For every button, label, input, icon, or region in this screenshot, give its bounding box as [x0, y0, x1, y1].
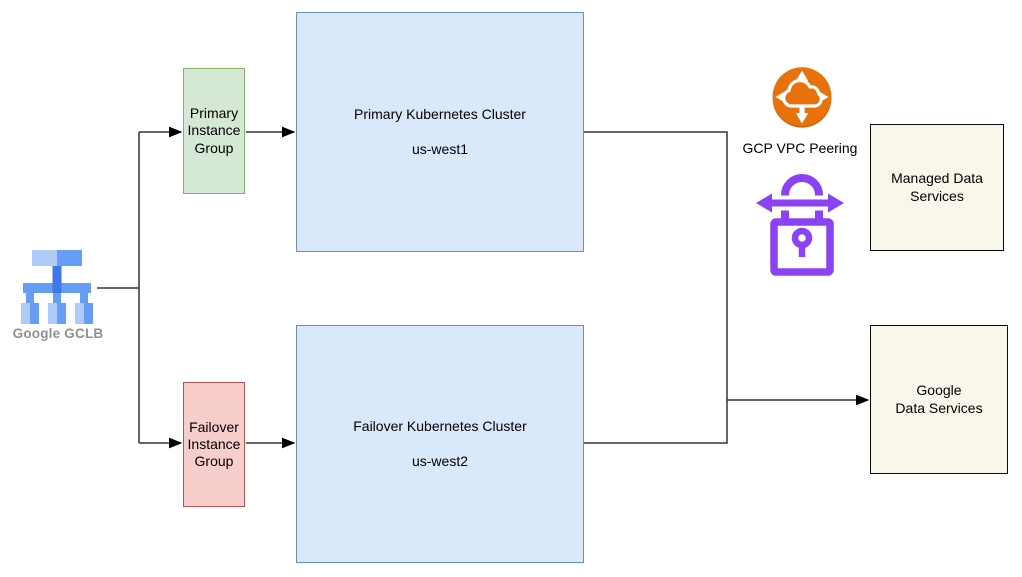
lock-double-arrow-icon: [756, 174, 844, 276]
failover-cluster-title: Failover Kubernetes Cluster: [353, 417, 527, 434]
load-balancer-icon: [21, 250, 93, 324]
edge-clusters-junction: [584, 131, 728, 444]
failover-instance-group-label: Failover Instance Group: [187, 418, 241, 470]
primary-instance-group-label: Primary Instance Group: [187, 105, 241, 156]
vpc-peering-label: GCP VPC Peering: [742, 140, 858, 156]
primary-cluster-title: Primary Kubernetes Cluster: [354, 105, 526, 122]
gclb-label: Google GCLB: [12, 326, 104, 341]
google-data-services: Google Data Services: [870, 325, 1008, 474]
vpc-peering-icon: [772, 67, 832, 128]
primary-cluster-region: us-west1: [411, 141, 469, 157]
cloud-glyph: [782, 78, 823, 108]
managed-data-services-label: Managed Data Services: [891, 170, 983, 204]
primary-kubernetes-cluster: Primary Kubernetes Cluster us-west1: [296, 12, 584, 252]
failover-instance-group: Failover Instance Group: [183, 382, 245, 507]
failover-kubernetes-cluster: Failover Kubernetes Cluster us-west2: [296, 325, 584, 563]
managed-data-services: Managed Data Services: [870, 124, 1004, 251]
google-data-services-label: Google Data Services: [895, 382, 983, 416]
failover-cluster-region: us-west2: [411, 453, 469, 469]
primary-instance-group: Primary Instance Group: [183, 68, 245, 194]
